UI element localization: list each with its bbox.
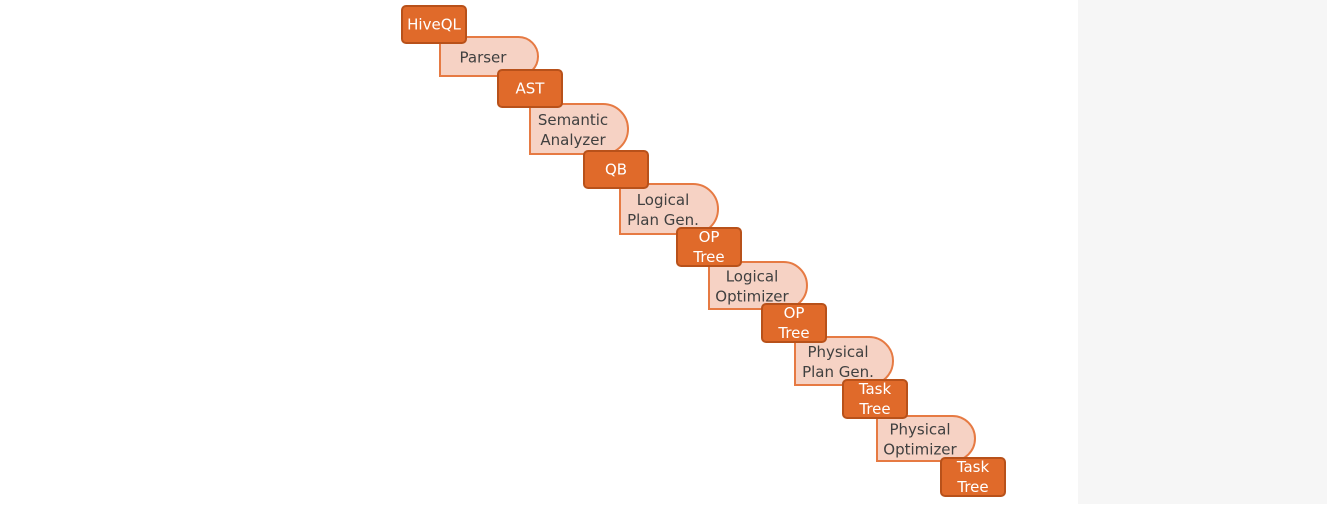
step-label: Logical (726, 268, 779, 286)
node-label: Tree (692, 248, 724, 266)
node-label: OP (699, 228, 720, 246)
node-label: Tree (956, 478, 988, 496)
background-panel (1078, 0, 1327, 504)
step-label: Optimizer (883, 441, 957, 459)
step-label: Physical (889, 421, 950, 439)
step-label: Plan Gen. (627, 211, 699, 229)
node-ast: AST (497, 69, 563, 108)
node-label: Task (956, 458, 990, 476)
node-qb: QB (583, 150, 649, 189)
node-box (676, 227, 742, 267)
node-op-tree-2: OP Tree (761, 303, 827, 343)
node-hiveql: HiveQL (401, 5, 467, 44)
node-label: Tree (858, 400, 890, 418)
step-label: Plan Gen. (802, 363, 874, 381)
node-box (583, 150, 649, 189)
step-label: Semantic (538, 111, 608, 129)
step-label: Logical (637, 191, 690, 209)
node-box (497, 69, 563, 108)
step-label: Parser (460, 49, 508, 67)
node-box (940, 457, 1006, 497)
step-label: Physical (807, 343, 868, 361)
step-label: Optimizer (715, 288, 789, 306)
node-label: Tree (777, 324, 809, 342)
node-box (761, 303, 827, 343)
node-op-tree-1: OP Tree (676, 227, 742, 267)
step-label: Analyzer (540, 131, 606, 149)
node-box (842, 379, 908, 419)
node-label: Task (858, 380, 892, 398)
node-label: QB (605, 161, 627, 179)
node-label: HiveQL (407, 16, 461, 34)
node-label: AST (516, 80, 546, 98)
node-label: OP (784, 304, 805, 322)
node-box (401, 5, 467, 44)
